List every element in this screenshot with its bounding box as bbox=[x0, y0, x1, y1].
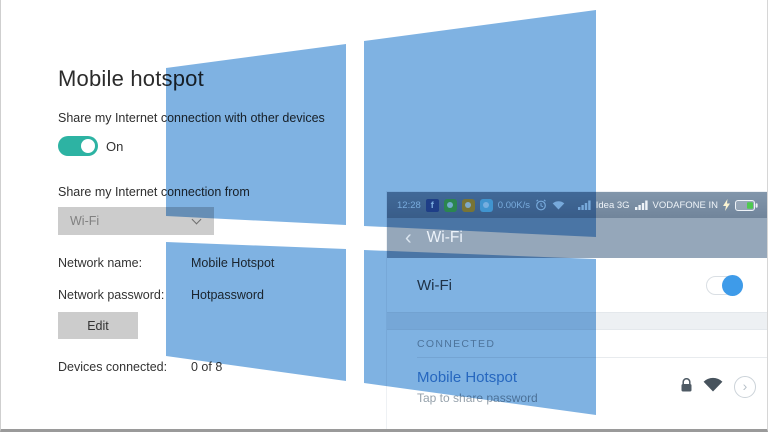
lock-icon bbox=[681, 377, 692, 397]
phone-status-bar: 12:28 f 0.00K/s Idea 3G VODAFONE IN bbox=[387, 192, 767, 218]
sim2-carrier: VODAFONE IN bbox=[652, 199, 718, 211]
network-name-row: Network name: Mobile Hotspot bbox=[58, 256, 274, 270]
network-name-value: Mobile Hotspot bbox=[191, 256, 275, 270]
battery-icon bbox=[735, 199, 758, 211]
hotspot-toggle-knob bbox=[81, 139, 95, 153]
sim1-signal-icon bbox=[577, 200, 591, 210]
chevron-right-icon[interactable]: › bbox=[734, 376, 756, 398]
hotspot-toggle-state-label: On bbox=[106, 139, 124, 154]
devices-connected-value: 0 of 8 bbox=[191, 360, 223, 374]
gallery-icon bbox=[461, 198, 475, 212]
phone-nav-bar: ‹ Wi-Fi bbox=[387, 218, 767, 258]
wifi-toggle-knob bbox=[722, 274, 743, 296]
connected-network-name[interactable]: Mobile Hotspot bbox=[417, 369, 518, 386]
share-from-dropdown[interactable]: Wi-Fi bbox=[58, 207, 214, 235]
charging-icon bbox=[723, 199, 730, 211]
section-gap bbox=[387, 312, 767, 330]
wifi-strength-icon bbox=[703, 377, 723, 397]
network-password-row: Network password: Hotpassword bbox=[58, 288, 264, 302]
alarm-icon bbox=[535, 199, 547, 211]
network-speed: 0.00K/s bbox=[497, 199, 530, 211]
connected-section-header: CONNECTED bbox=[417, 337, 496, 350]
network-name-label: Network name: bbox=[58, 256, 143, 270]
wifi-toggle[interactable] bbox=[706, 274, 743, 296]
connected-network-subtitle: Tap to share password bbox=[417, 391, 538, 405]
messenger-icon bbox=[479, 198, 493, 212]
facebook-icon: f bbox=[425, 198, 439, 212]
devices-connected-label: Devices connected: bbox=[58, 360, 168, 374]
status-time: 12:28 bbox=[397, 199, 421, 211]
whatsapp-icon bbox=[443, 198, 457, 212]
back-icon[interactable]: ‹ bbox=[405, 227, 412, 249]
wifi-row-label: Wi-Fi bbox=[417, 276, 452, 294]
wifi-toggle-row: Wi-Fi bbox=[387, 258, 767, 312]
sim1-carrier: Idea 3G bbox=[595, 199, 630, 211]
sim2-signal-icon bbox=[634, 200, 648, 210]
phone-screenshot: 12:28 f 0.00K/s Idea 3G VODAFONE IN bbox=[386, 191, 767, 429]
chevron-down-icon bbox=[191, 214, 202, 225]
connected-network-row[interactable]: Mobile Hotspot Tap to share password › bbox=[387, 358, 767, 405]
page-title: Mobile hotspot bbox=[58, 66, 204, 91]
edit-button[interactable]: Edit bbox=[58, 312, 138, 339]
share-from-label: Share my Internet connection from bbox=[58, 185, 250, 199]
wifi-status-icon bbox=[552, 200, 565, 210]
share-connection-label: Share my Internet connection with other … bbox=[58, 111, 325, 125]
network-password-value: Hotpassword bbox=[191, 288, 264, 302]
hotspot-toggle[interactable] bbox=[58, 136, 98, 156]
devices-connected-row: Devices connected: 0 of 8 bbox=[58, 360, 222, 374]
network-password-label: Network password: bbox=[58, 288, 165, 302]
phone-screen-title: Wi-Fi bbox=[426, 229, 463, 246]
share-from-dropdown-value: Wi-Fi bbox=[70, 214, 100, 228]
